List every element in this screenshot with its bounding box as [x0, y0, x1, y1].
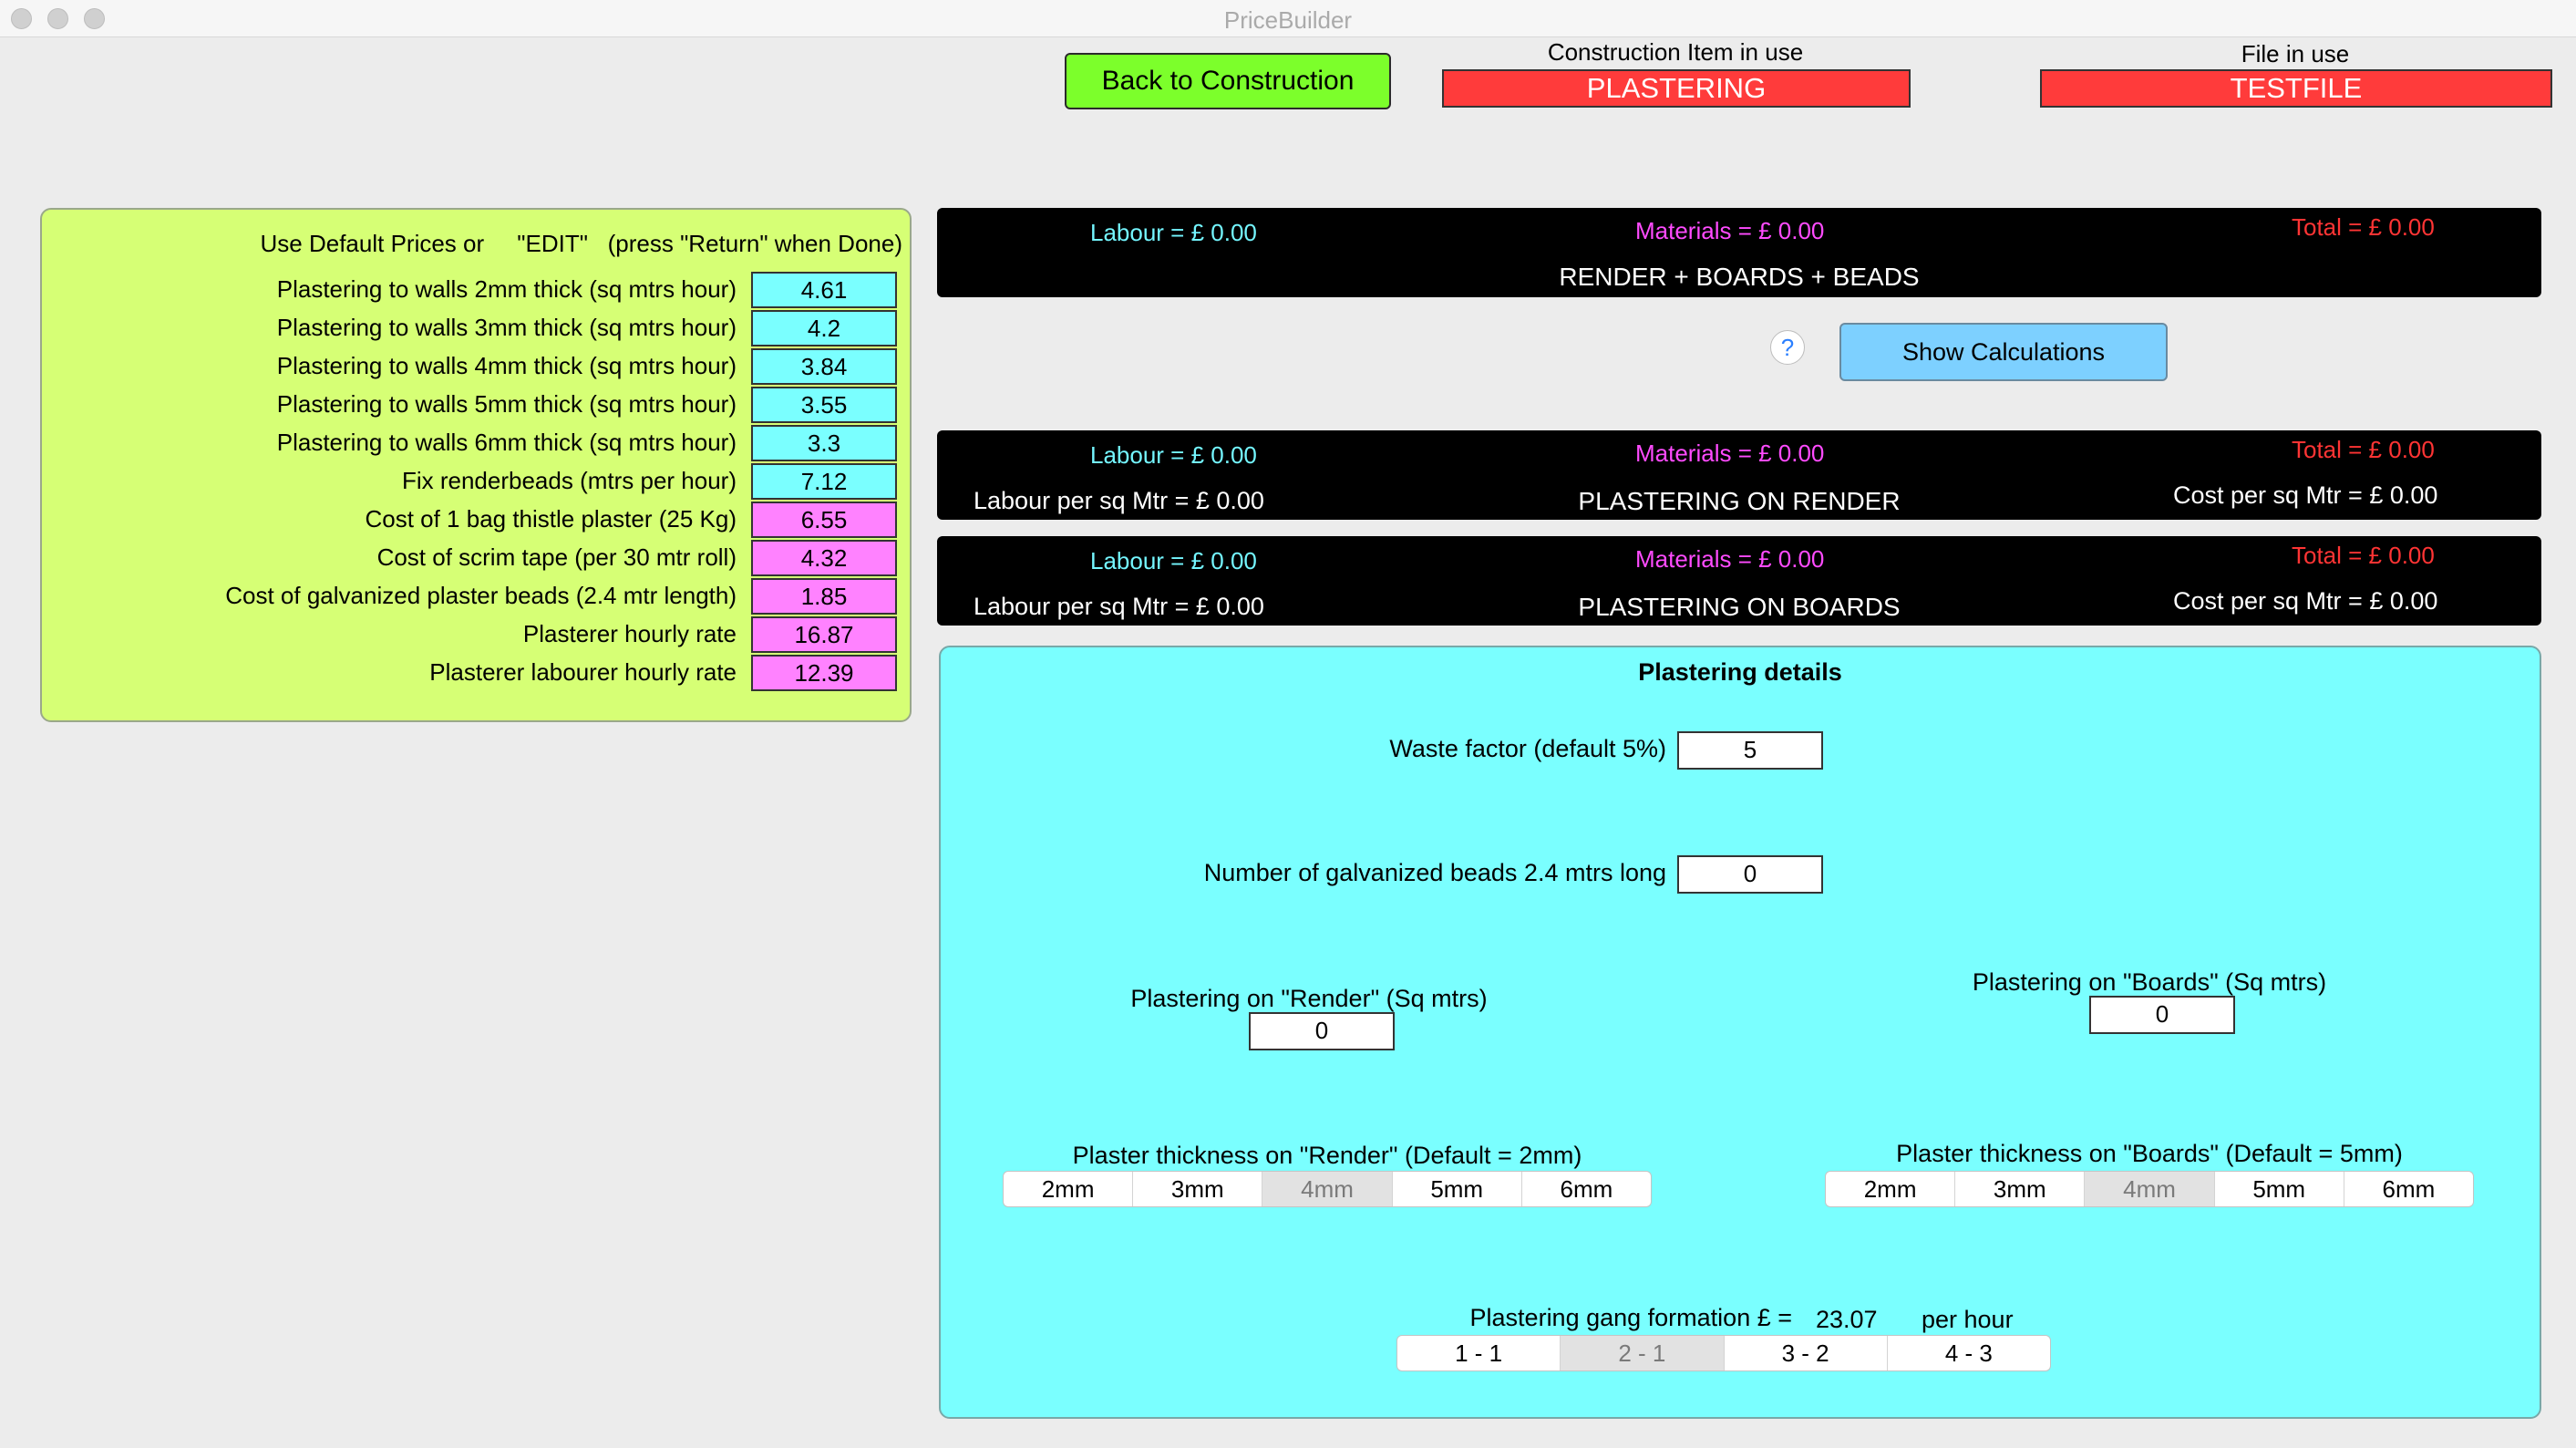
price-input[interactable]: 12.39 — [751, 655, 897, 691]
boards-total-text: Total = £ 0.00 — [2292, 542, 2435, 569]
price-label: Plastering to walls 6mm thick (sq mtrs h… — [276, 429, 737, 456]
price-input[interactable]: 4.2 — [751, 310, 897, 346]
render-summary-bar — [937, 430, 2541, 520]
beads-count-label: Number of galvanized beads 2.4 mtrs long — [1203, 859, 1666, 886]
boards-cost-per-sqm: Cost per sq Mtr = £ 0.00 — [2173, 587, 2438, 615]
price-label: Cost of 1 bag thistle plaster (25 Kg) — [365, 505, 737, 533]
prices-header: Use Default Prices or "EDIT" (press "Ret… — [260, 230, 903, 257]
total-bar-title: RENDER + BOARDS + BEADS — [1559, 263, 1920, 291]
price-label: Plasterer labourer hourly rate — [429, 658, 737, 686]
render-thickness-option[interactable]: 5mm — [1393, 1172, 1522, 1206]
price-input[interactable]: 4.32 — [751, 540, 897, 576]
price-label: Plastering to walls 3mm thick (sq mtrs h… — [276, 314, 737, 341]
gang-formation-option[interactable]: 1 - 1 — [1397, 1336, 1561, 1370]
title-bar: PriceBuilder — [0, 0, 2576, 37]
render-thickness-option[interactable]: 2mm — [1004, 1172, 1134, 1206]
gang-formation-value: 23.07 — [1816, 1306, 1878, 1333]
plastering-details-panel — [939, 646, 2541, 1419]
render-thickness-option[interactable]: 6mm — [1560, 1175, 1613, 1203]
gang-formation-label: Plastering gang formation £ = — [1469, 1304, 1792, 1331]
gang-formation-option[interactable]: 2 - 1 — [1561, 1336, 1725, 1370]
boards-thickness-option[interactable]: 5mm — [2215, 1172, 2344, 1206]
price-label: Plastering to walls 2mm thick (sq mtrs h… — [276, 275, 737, 303]
help-icon[interactable]: ? — [1770, 330, 1805, 365]
price-label: Cost of galvanized plaster beads (2.4 mt… — [225, 582, 737, 609]
boards-labour-text: Labour = £ 0.00 — [1090, 547, 1257, 574]
gang-formation-option[interactable]: 3 - 2 — [1725, 1336, 1888, 1370]
price-label: Plastering to walls 4mm thick (sq mtrs h… — [276, 352, 737, 379]
boards-labour-per-sqm: Labour per sq Mtr = £ 0.00 — [974, 593, 1264, 620]
render-thickness-option[interactable]: 3mm — [1133, 1172, 1263, 1206]
price-input[interactable]: 6.55 — [751, 502, 897, 538]
price-label: Plasterer hourly rate — [522, 620, 737, 647]
price-label: Cost of scrim tape (per 30 mtr roll) — [376, 543, 737, 571]
render-thickness-label: Plaster thickness on "Render" (Default =… — [1072, 1142, 1582, 1169]
boards-thickness-option[interactable]: 6mm — [2382, 1175, 2436, 1203]
total-total-text: Total = £ 0.00 — [2292, 213, 2435, 241]
waste-factor-label: Waste factor (default 5%) — [1389, 735, 1666, 762]
render-area-input[interactable]: 0 — [1249, 1012, 1395, 1050]
render-thickness-option[interactable]: 4mm — [1262, 1172, 1393, 1206]
boards-area-label: Plastering on "Boards" (Sq mtrs) — [1972, 968, 2327, 996]
price-label: Plastering to walls 5mm thick (sq mtrs h… — [276, 390, 737, 418]
render-labour-text: Labour = £ 0.00 — [1090, 441, 1257, 469]
total-materials-text: Materials = £ 0.00 — [1635, 217, 1825, 244]
boards-materials-text: Materials = £ 0.00 — [1635, 545, 1825, 573]
price-input[interactable]: 3.84 — [751, 348, 897, 385]
boards-area-input[interactable]: 0 — [2089, 996, 2235, 1034]
boards-summary-bar — [937, 536, 2541, 626]
show-calculations-button[interactable]: Show Calculations — [1839, 323, 2168, 381]
boards-thickness-option[interactable]: 4mm — [2085, 1172, 2215, 1206]
total-summary-bar — [937, 208, 2541, 297]
price-input[interactable]: 16.87 — [751, 616, 897, 653]
window-title: PriceBuilder — [1223, 6, 1353, 34]
render-total-text: Total = £ 0.00 — [2292, 436, 2435, 463]
gang-formation-option[interactable]: 4 - 3 — [1944, 1339, 1993, 1367]
file-in-use-caption: File in use — [2241, 40, 2350, 67]
details-title: Plastering details — [1638, 658, 1842, 686]
price-input[interactable]: 7.12 — [751, 463, 897, 500]
price-input[interactable]: 1.85 — [751, 578, 897, 615]
render-bar-title: PLASTERING ON RENDER — [1578, 487, 1901, 515]
boards-thickness-label: Plaster thickness on "Boards" (Default =… — [1896, 1140, 2403, 1167]
render-area-label: Plastering on "Render" (Sq mtrs) — [1130, 985, 1488, 1012]
price-input[interactable]: 3.55 — [751, 387, 897, 423]
price-input[interactable]: 3.3 — [751, 425, 897, 461]
boards-thickness-option[interactable]: 2mm — [1826, 1172, 1956, 1206]
render-materials-text: Materials = £ 0.00 — [1635, 440, 1825, 467]
boards-thickness-option[interactable]: 3mm — [1955, 1172, 2086, 1206]
render-cost-per-sqm: Cost per sq Mtr = £ 0.00 — [2173, 481, 2438, 509]
waste-factor-input[interactable]: 5 — [1677, 731, 1823, 770]
close-window-button[interactable] — [11, 8, 32, 29]
file-in-use-field: TESTFILE — [2040, 69, 2552, 108]
price-input[interactable]: 4.61 — [751, 272, 897, 308]
price-label: Fix renderbeads (mtrs per hour) — [401, 467, 737, 494]
minimize-window-button[interactable] — [47, 8, 68, 29]
render-labour-per-sqm: Labour per sq Mtr = £ 0.00 — [974, 487, 1264, 514]
construction-item-field: PLASTERING — [1442, 69, 1911, 108]
construction-item-caption: Construction Item in use — [1547, 38, 1804, 66]
total-labour-text: Labour = £ 0.00 — [1090, 219, 1257, 246]
back-to-construction-button[interactable]: Back to Construction — [1065, 53, 1391, 109]
beads-count-input[interactable]: 0 — [1677, 855, 1823, 894]
boards-bar-title: PLASTERING ON BOARDS — [1578, 593, 1901, 621]
zoom-window-button[interactable] — [84, 8, 105, 29]
gang-formation-unit: per hour — [1922, 1306, 2014, 1333]
